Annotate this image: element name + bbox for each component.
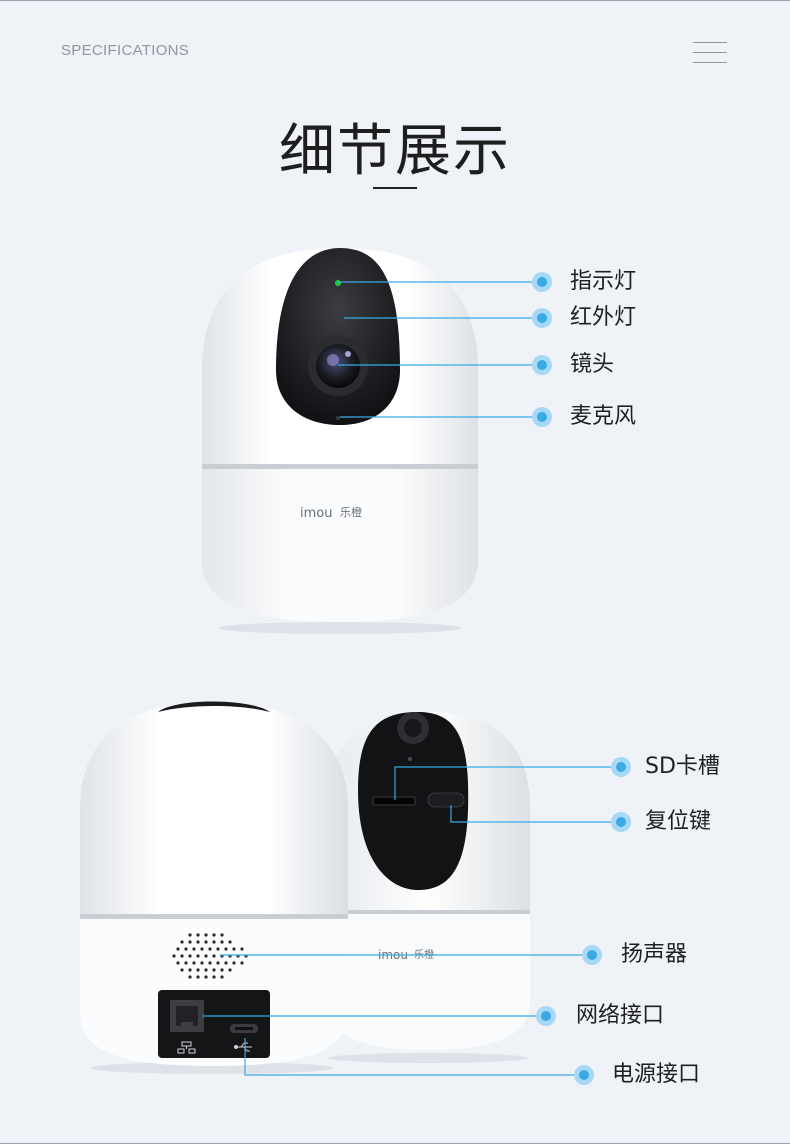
callout-infrared-light: 红外灯 xyxy=(570,305,637,330)
callout-reset-button: 复位键 xyxy=(645,809,712,834)
callout-indicator-light: 指示灯 xyxy=(570,269,637,294)
callout-sd-slot: SD卡槽 xyxy=(645,754,720,779)
top-border xyxy=(0,0,790,1)
callout-speaker: 扬声器 xyxy=(621,942,688,967)
brand-logo-cn: 乐橙 xyxy=(340,505,362,519)
callout-microphone: 麦克风 xyxy=(570,404,637,429)
specifications-label: SPECIFICATIONS xyxy=(61,42,190,59)
page-title: 细节展示 xyxy=(279,119,511,184)
callout-dot-speaker xyxy=(582,945,602,965)
menu-icon[interactable] xyxy=(693,42,727,64)
callout-dot-reset xyxy=(611,812,631,832)
ethernet-icon xyxy=(177,1041,196,1054)
camera-front-image: imou 乐橙 xyxy=(202,248,478,634)
callout-dot-infrared xyxy=(532,308,552,328)
callout-lens: 镜头 xyxy=(570,352,615,377)
callout-power-port: 电源接口 xyxy=(612,1062,701,1087)
title-underline xyxy=(373,187,417,189)
callout-dot-power xyxy=(574,1065,594,1085)
callout-dot-indicator xyxy=(532,272,552,292)
brand-logo: imou xyxy=(300,506,332,521)
callout-dot-microphone xyxy=(532,407,552,427)
camera-rear-image xyxy=(80,701,348,1074)
callout-dot-lens xyxy=(532,355,552,375)
callout-dot-network xyxy=(536,1006,556,1026)
callout-dot-sd xyxy=(611,757,631,777)
callout-network-port: 网络接口 xyxy=(576,1003,665,1028)
